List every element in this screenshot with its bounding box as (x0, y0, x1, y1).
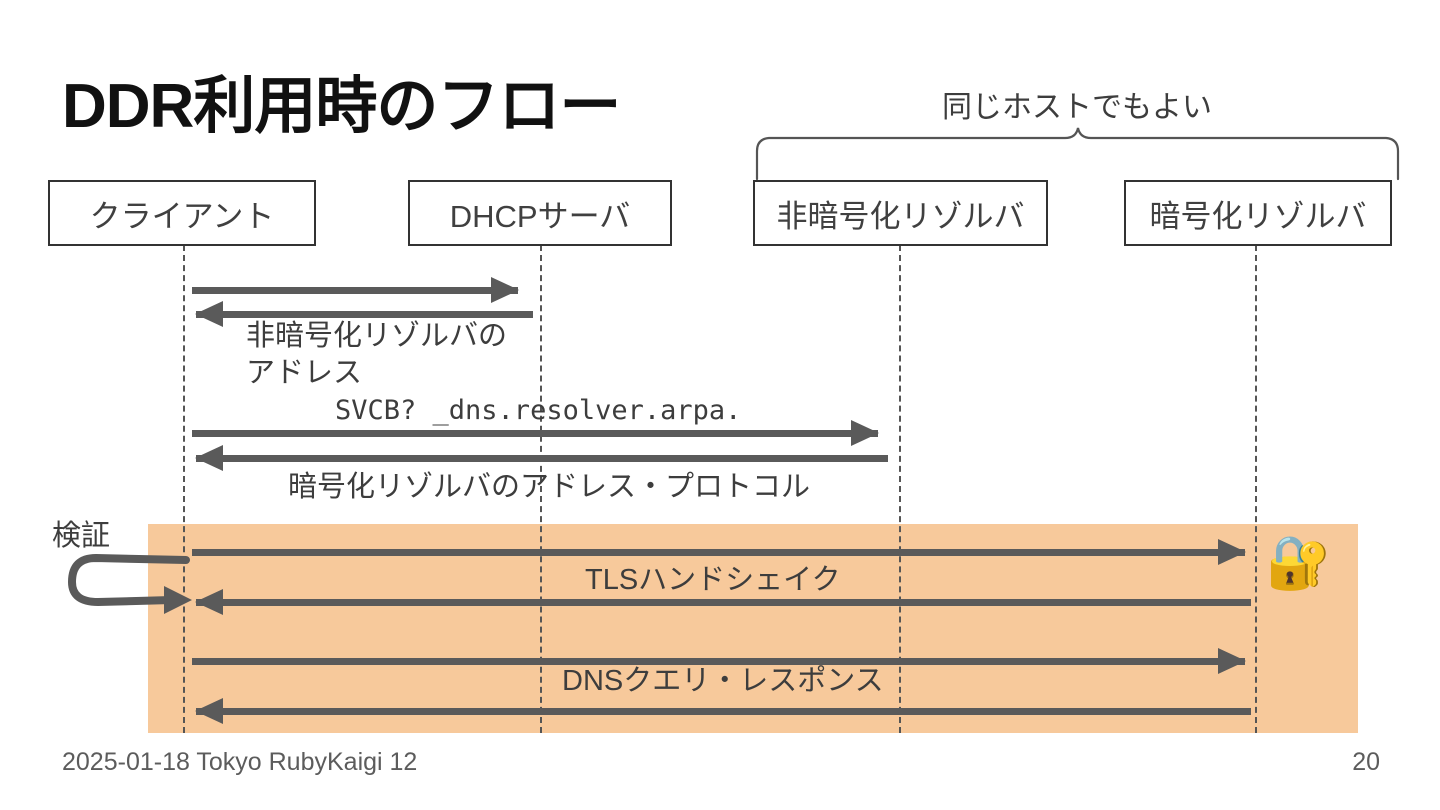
arrow-head-left (195, 589, 223, 615)
arrow-head-left (195, 301, 223, 327)
arrow-shaft (192, 430, 878, 437)
arrow-head-right (851, 420, 879, 446)
message-label-dhcp-response: 非暗号化リゾルバの アドレス (246, 320, 508, 390)
page-title: DDR利用時のフロー (62, 72, 621, 141)
arrow-head-right (1218, 648, 1246, 674)
participant-box-plain-resolver[interactable]: 非暗号化リゾルバ (753, 180, 1048, 246)
participant-box-encrypted-resolver[interactable]: 暗号化リゾルバ (1124, 180, 1392, 246)
arrow-head-left (195, 445, 223, 471)
same-host-brace-icon (755, 127, 1400, 181)
lifeline-plain (899, 245, 901, 733)
participant-box-client[interactable]: クライアント (48, 180, 316, 246)
arrow-shaft (196, 311, 533, 318)
self-message-label-verify: 検証 (52, 520, 111, 552)
lifeline-encrypted (1255, 245, 1257, 733)
message-label-svcb-response: 暗号化リゾルバのアドレス・プロトコル (288, 471, 811, 503)
arrow-head-left (195, 698, 223, 724)
lock-with-key-icon: 🔐 (1266, 534, 1331, 592)
slide-page-number: 20 (1352, 748, 1380, 776)
participant-label-dhcp: DHCPサーバ (449, 198, 631, 234)
participant-label-encrypted-resolver: 暗号化リゾルバ (1149, 198, 1367, 234)
footer-event-text: 2025-01-18 Tokyo RubyKaigi 12 (62, 748, 418, 776)
participant-label-plain-resolver: 非暗号化リゾルバ (776, 198, 1025, 234)
same-host-note: 同じホストでもよい (942, 91, 1212, 124)
arrow-shaft (196, 455, 888, 462)
arrow-shaft (192, 658, 1245, 665)
lifeline-client (183, 245, 185, 733)
self-message-loop-arrow-icon (68, 554, 192, 614)
arrow-shaft (192, 287, 518, 294)
message-label-tls-handshake: TLSハンドシェイク (585, 564, 841, 596)
arrow-shaft (196, 708, 1251, 715)
arrow-shaft (192, 549, 1245, 556)
lifeline-dhcp (540, 245, 542, 733)
message-label-dns-query-response: DNSクエリ・レスポンス (562, 665, 884, 697)
participant-label-client: クライアント (89, 198, 275, 234)
arrow-head-right (1218, 539, 1246, 565)
encrypted-session-highlight-band (148, 524, 1358, 733)
arrow-head-right (491, 277, 519, 303)
message-label-svcb-query: SVCB? _dns.resolver.arpa. (335, 395, 742, 426)
arrow-shaft (196, 599, 1251, 606)
participant-box-dhcp[interactable]: DHCPサーバ (408, 180, 672, 246)
